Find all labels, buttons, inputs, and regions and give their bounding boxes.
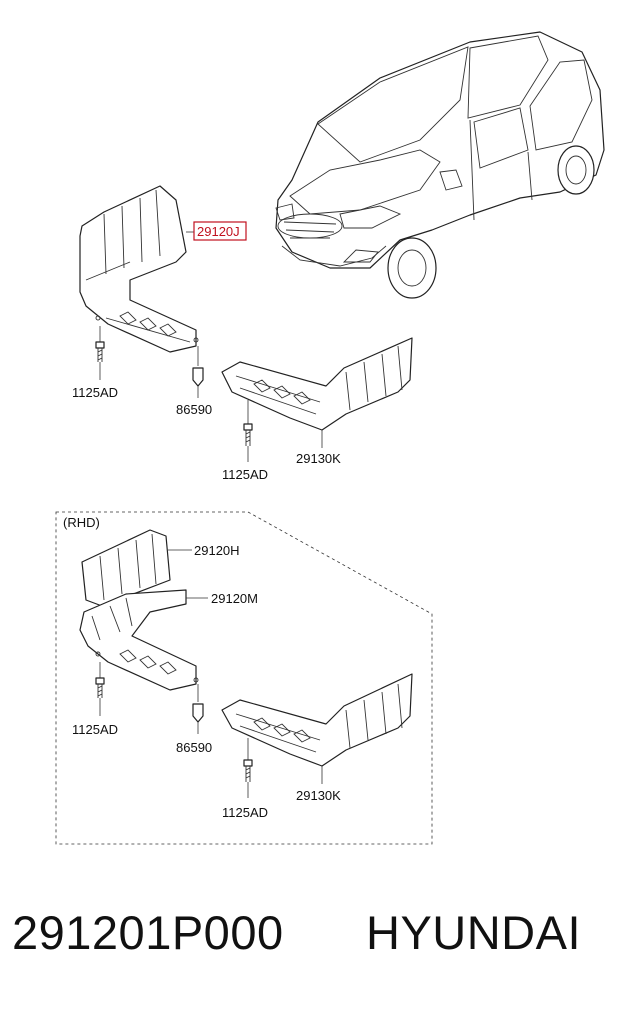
rhd-callout-1125AD-right: 1125AD xyxy=(222,805,268,820)
callout-29120J: 29120J xyxy=(197,224,240,239)
cover-29120H xyxy=(81,529,171,607)
cover-29120M xyxy=(79,589,199,691)
screw-icon xyxy=(243,738,253,798)
rhd-title: (RHD) xyxy=(63,515,100,530)
screw-icon xyxy=(243,400,253,462)
footer-caption: 291201P000 HYUNDAI xyxy=(0,905,620,975)
highlight-box xyxy=(193,221,247,241)
rhd-frame xyxy=(55,511,433,845)
under-cover-29130K-rhd xyxy=(221,673,413,767)
screw-icon xyxy=(95,662,105,716)
rhd-callout-29130K: 29130K xyxy=(296,788,341,803)
clip-icon xyxy=(192,346,204,398)
rhd-callout-1125AD-left: 1125AD xyxy=(72,722,118,737)
callout-1125AD-left: 1125AD xyxy=(72,385,118,400)
rhd-callout-29120H: 29120H xyxy=(194,543,240,558)
parts-diagram: 29120J 1125AD 86590 29130K 1125AD (RHD) xyxy=(55,31,605,845)
callout-86590: 86590 xyxy=(176,402,212,417)
brand-name: HYUNDAI xyxy=(366,906,582,959)
car-illustration xyxy=(275,31,605,299)
callout-29130K: 29130K xyxy=(296,451,341,466)
rhd-callout-86590: 86590 xyxy=(176,740,212,755)
under-cover-29130K xyxy=(221,337,413,431)
under-cover-29120J xyxy=(79,185,199,353)
rhd-callout-29120M: 29120M xyxy=(211,591,258,606)
callout-1125AD-right: 1125AD xyxy=(222,467,268,482)
part-number: 291201P000 xyxy=(12,906,284,959)
screw-icon xyxy=(95,326,105,380)
clip-icon xyxy=(192,684,204,734)
